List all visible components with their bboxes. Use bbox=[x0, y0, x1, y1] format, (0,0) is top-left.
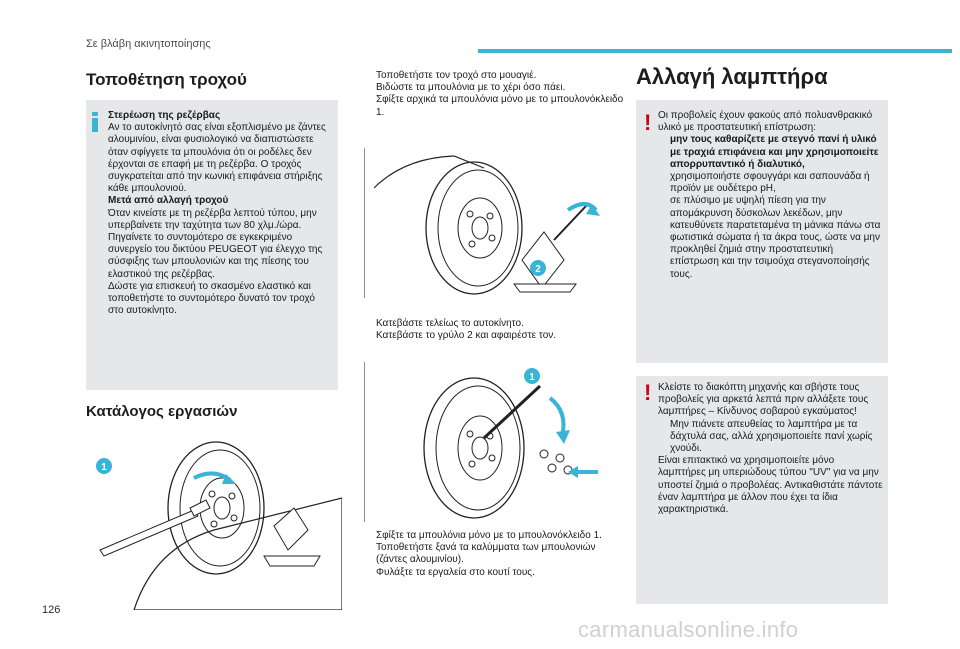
illustration-wheel-wrench-jack: 1 bbox=[96, 441, 342, 610]
steps-top-list: Τοποθετήστε τον τροχό στο μουαγιέ.Βιδώστ… bbox=[364, 70, 624, 119]
warn2-item-1-text: Μην πιάνετε απευθείας το λαμπτήρα με τα … bbox=[670, 418, 873, 455]
step-text: Σφίξτε αρχικά τα μπουλόνια μόνο με το μπ… bbox=[376, 94, 624, 118]
step-item: Φυλάξτε τα εργαλεία στο κουτί τους. bbox=[364, 567, 624, 579]
info-heading-spare-fixing: Στερέωση της ρεζέρβας bbox=[108, 110, 221, 121]
illustration-tighten-bolts: 1 bbox=[364, 362, 598, 522]
text-line: υπερβαίνετε την ταχύτητα των 80 χλμ./ώρα… bbox=[108, 219, 302, 231]
text-line: συγκρατείται από την κωνική επιφάνεια στ… bbox=[108, 171, 323, 183]
warn2-intro: Κλείστε το διακόπτη μηχανής και σβήστε τ… bbox=[658, 382, 869, 418]
warn1-item-1: μην τους καθαρίζετε με στεγνό πανί ή υλι… bbox=[658, 134, 884, 171]
text-line: Πηγαίνετε το συντομότερο σε εγκεκριμένο bbox=[108, 232, 293, 244]
info-note-text: Στερέωση της ρεζέρβας Αν το αυτοκίνητό σ… bbox=[108, 110, 336, 317]
warning-box-headlamp-care: ! Οι προβολείς έχουν φακούς από πολυανθρ… bbox=[636, 100, 888, 363]
callout-1-label-mid: 1 bbox=[529, 372, 535, 383]
warning-text-2: Κλείστε το διακόπτη μηχανής και σβήστε τ… bbox=[658, 382, 884, 516]
text-line: ελαστικού της ρεζέρβας. bbox=[108, 268, 216, 280]
bullet-icon bbox=[658, 171, 670, 195]
bullet-icon bbox=[364, 82, 376, 94]
info-paragraph-2: Όταν κινείστε με τη ρεζέρβα λεπτού τύπου… bbox=[108, 208, 336, 318]
section-header-title: Σε βλάβη ακινητοποίησης bbox=[86, 38, 211, 50]
step-text: Φυλάξτε τα εργαλεία στο κουτί τους. bbox=[376, 566, 535, 578]
step-item: Βιδώστε τα μπουλόνια με το χέρι όσο πάει… bbox=[364, 82, 624, 94]
bullet-icon bbox=[364, 530, 376, 542]
text-line: σύσφιξης των μπουλονιών και της πίεσης τ… bbox=[108, 256, 309, 268]
warning-icon: ! bbox=[644, 110, 652, 135]
section-title-task-list: Κατάλογος εργασιών bbox=[86, 403, 238, 420]
warn1-item-2-text: χρησιμοποιήστε σφουγγάρι και σαπουνάδα ή… bbox=[670, 171, 870, 195]
bullet-icon bbox=[658, 134, 670, 171]
callout-2-label: 2 bbox=[535, 264, 541, 275]
text-line: συνεργείο του δικτύου PEUGEOT για έλεγχο… bbox=[108, 244, 323, 256]
callout-2-badge: 2 bbox=[530, 260, 546, 276]
step-item: Σφίξτε αρχικά τα μπουλόνια μόνο με το μπ… bbox=[364, 94, 624, 118]
bullet-icon bbox=[364, 94, 376, 118]
page-number: 126 bbox=[42, 604, 61, 616]
text-line: Δώστε για επισκευή το σκασμένο ελαστικό … bbox=[108, 280, 311, 292]
steps-mid-list: Κατεβάστε τελείως το αυτοκίνητο.Κατεβάστ… bbox=[364, 318, 624, 342]
warning-text-1: Οι προβολείς έχουν φακούς από πολυανθρακ… bbox=[658, 110, 884, 281]
page-title-tire-fitting: Τοποθέτηση τροχού bbox=[86, 70, 247, 89]
bullet-icon bbox=[364, 70, 376, 82]
step-text: Τοποθετήστε τον τροχό στο μουαγιέ. bbox=[376, 70, 537, 81]
warn1-item-1-text: μην τους καθαρίζετε με στεγνό πανί ή υλι… bbox=[670, 134, 879, 170]
bullet-icon bbox=[658, 195, 670, 280]
header-accent-bar bbox=[478, 49, 952, 53]
step-item: Σφίξτε τα μπουλόνια μόνο με το μπουλονόκ… bbox=[364, 530, 624, 542]
step-text: Κατεβάστε τελείως το αυτοκίνητο. bbox=[376, 318, 524, 329]
warn2-item-1: Μην πιάνετε απευθείας το λαμπτήρα με τα … bbox=[658, 419, 884, 456]
watermark-text: carmanualsonline.info bbox=[578, 617, 799, 642]
bullet-icon bbox=[658, 419, 670, 456]
info-icon bbox=[92, 112, 98, 132]
text-line: Όταν κινείστε με τη ρεζέρβα λεπτού τύπου… bbox=[108, 207, 317, 219]
warn1-item-3-text: σε πλύσιμο με υψηλή πίεση για την απομάκ… bbox=[670, 195, 881, 280]
warning-icon: ! bbox=[644, 380, 652, 405]
step-item: Κατεβάστε τελείως το αυτοκίνητο. bbox=[364, 318, 624, 330]
warn2-rest: Είναι επιτακτικό να χρησιμοποιείτε μόνο … bbox=[658, 455, 883, 516]
text-line: κάθε μπουλονιού. bbox=[108, 183, 187, 195]
warn1-item-2: χρησιμοποιήστε σφουγγάρι και σαπουνάδα ή… bbox=[658, 171, 884, 195]
text-line: Αν το αυτοκίνητό σας είναι εξοπλισμένο μ… bbox=[108, 122, 326, 134]
text-line: έρχονται σε επαφή με τη ρεζέρβα. Ο τροχό… bbox=[108, 158, 302, 170]
step-item: Τοποθετήστε ξανά τα καλύμματα των μπουλο… bbox=[364, 542, 624, 566]
callout-1-badge-mid: 1 bbox=[524, 368, 540, 384]
bullet-icon bbox=[364, 318, 376, 330]
step-text: Βιδώστε τα μπουλόνια με το χέρι όσο πάει… bbox=[376, 82, 566, 94]
step-item: Κατεβάστε το γρύλο 2 και αφαιρέστε τον. bbox=[364, 330, 624, 342]
step-text: Σφίξτε τα μπουλόνια μόνο με το μπουλονόκ… bbox=[376, 530, 602, 541]
info-paragraph-1: Αν το αυτοκίνητό σας είναι εξοπλισμένο μ… bbox=[108, 122, 336, 195]
steps-bottom-list: Σφίξτε τα μπουλόνια μόνο με το μπουλονόκ… bbox=[364, 530, 624, 579]
callout-1-badge: 1 bbox=[96, 458, 112, 474]
text-line: όταν σφίγγετε τα μπουλόνια ότι οι ροδέλε… bbox=[108, 146, 312, 158]
step-text: Τοποθετήστε ξανά τα καλύμματα των μπουλο… bbox=[376, 542, 596, 566]
text-line: στο αυτοκίνητο. bbox=[108, 305, 177, 317]
step-text: Κατεβάστε το γρύλο 2 και αφαιρέστε τον. bbox=[376, 330, 557, 342]
info-heading-after-change: Μετά από αλλαγή τροχού bbox=[108, 195, 229, 207]
warn1-item-3: σε πλύσιμο με υψηλή πίεση για την απομάκ… bbox=[658, 195, 884, 280]
bullet-icon bbox=[364, 330, 376, 342]
text-line: τοποθετήστε το συντομότερο δυνατό τον τρ… bbox=[108, 293, 315, 305]
step-item: Τοποθετήστε τον τροχό στο μουαγιέ. bbox=[364, 70, 624, 82]
text-line: αλουμινίου, είναι φυσιολογικό να διαπιστ… bbox=[108, 134, 314, 146]
warn1-intro: Οι προβολείς έχουν φακούς από πολυανθρακ… bbox=[658, 110, 873, 134]
bullet-icon bbox=[364, 542, 376, 566]
section-title-bulb-change: Αλλαγή λαμπτήρα bbox=[636, 64, 828, 89]
warning-box-bulb-burn: ! Κλείστε το διακόπτη μηχανής και σβήστε… bbox=[636, 376, 888, 604]
callout-1-label: 1 bbox=[101, 462, 107, 473]
info-note-box: Στερέωση της ρεζέρβας Αν το αυτοκίνητό σ… bbox=[86, 100, 338, 390]
illustration-lowering-jack: 2 bbox=[364, 148, 600, 298]
bullet-icon bbox=[364, 567, 376, 579]
